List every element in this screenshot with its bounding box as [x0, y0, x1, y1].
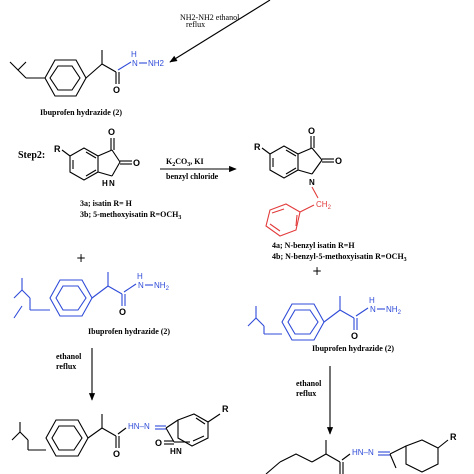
- compound-3b-label: 3b; 5-methoxyisatin R=OCH3: [80, 210, 181, 221]
- compound-label-2-top: Ibuprofen hydrazide (2): [40, 108, 122, 117]
- right-product-hn-n: HN–N: [352, 448, 374, 457]
- plus-right: +: [312, 264, 322, 278]
- right-condition-reflux: reflux: [296, 389, 316, 398]
- compound-4a-label: 4a; N-benzyl isatin R=H: [272, 241, 355, 250]
- right-product-r: R: [450, 432, 457, 442]
- left-product-o2: O: [155, 438, 162, 448]
- left-condition-reflux: reflux: [56, 362, 76, 371]
- left-hydrazide-n: N: [138, 281, 144, 290]
- left-product-r: R: [222, 404, 229, 414]
- left-carbonyl-o: O: [119, 307, 126, 317]
- hydrazide-nh2: NH2: [148, 59, 165, 68]
- compound-4b-label: 4b; N-benzyl-5-methoxyisatin R=OCH3: [272, 252, 407, 263]
- step2-reagent-benzyl-chloride: benzyl chloride: [166, 172, 219, 181]
- n-benzyl-isatin-structure: R O O N CH2 4a; N-benzyl isatin R=H 4b; …: [254, 126, 407, 263]
- step2-reagent-base: K2CO3, KI: [166, 157, 204, 168]
- left-product-o1: O: [113, 449, 120, 459]
- step2-label: Step2:: [18, 150, 45, 161]
- step2-arrow: K2CO3, KI benzyl chloride: [160, 157, 237, 181]
- step1-arrow: NH2-NH2 ethanol reflux: [169, 0, 271, 63]
- hydrazide-h: H: [131, 50, 137, 59]
- ibuprofen-hydrazide-right: O H N NH2 Ibuprofen hydrazide (2) ethano…: [247, 296, 402, 435]
- step1-reagent: NH2-NH2 ethanol: [180, 13, 240, 22]
- compound-label-2-left: Ibuprofen hydrazide (2): [88, 327, 170, 336]
- hydrazide-n: N: [132, 59, 138, 68]
- left-hydrazide-h: H: [137, 272, 143, 281]
- isatin-n: N: [109, 179, 115, 188]
- left-product-hn-n: HN–N: [128, 422, 150, 431]
- isatin-structure: R O O H N 3a; isatin R= H 3b; 5-methoxyi…: [54, 127, 181, 221]
- benzyl-ch2: CH2: [316, 200, 332, 211]
- right-product-hydrazone: HN–N R: [265, 432, 457, 474]
- right-hydrazide-nh2: NH2: [386, 305, 402, 316]
- carbonyl-o: O: [113, 85, 120, 95]
- benzyl-o2: O: [335, 156, 342, 166]
- benzyl-r: R: [254, 142, 261, 152]
- benzyl-n: N: [309, 178, 315, 187]
- ibuprofen-hydrazide-left: O H N NH2 Ibuprofen hydrazide (2) ethano…: [13, 272, 170, 401]
- left-hydrazide-nh2: NH2: [154, 281, 170, 292]
- right-hydrazide-n: N: [370, 305, 376, 314]
- left-product-h: H: [170, 447, 176, 456]
- isatin-o2: O: [133, 158, 140, 168]
- isatin-h: H: [102, 179, 108, 188]
- left-condition-ethanol: ethanol: [56, 352, 82, 361]
- step1-condition: reflux: [186, 20, 205, 29]
- isatin-o3: O: [108, 127, 115, 137]
- compound-label-2-right: Ibuprofen hydrazide (2): [312, 344, 394, 353]
- plus-left: +: [76, 251, 86, 265]
- compound-3a-label: 3a; isatin R= H: [80, 199, 133, 208]
- isatin-r: R: [54, 144, 61, 154]
- benzyl-o3: O: [308, 126, 315, 136]
- ibuprofen-hydrazide-top: O H N NH2 Ibuprofen hydrazide (2): [9, 50, 165, 117]
- right-carbonyl-o: O: [351, 331, 358, 341]
- right-hydrazide-h: H: [369, 296, 375, 305]
- right-condition-ethanol: ethanol: [296, 379, 322, 388]
- left-product-n: N: [176, 447, 182, 456]
- left-product-hydrazone: O HN–N O N H R: [11, 404, 229, 459]
